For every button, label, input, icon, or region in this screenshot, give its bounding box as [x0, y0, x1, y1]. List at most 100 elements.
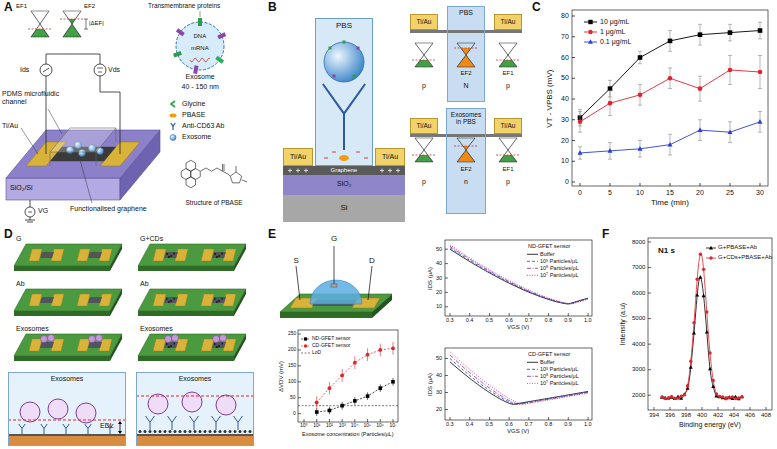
tick-mark — [734, 407, 735, 410]
dirac-cone — [499, 43, 517, 67]
tick-mark — [329, 419, 330, 422]
axis-tick-label: 3000 — [632, 366, 645, 373]
dirac-cone — [63, 11, 81, 37]
chip-board — [14, 289, 122, 311]
wire — [296, 266, 300, 300]
transmembrane-protein — [176, 28, 185, 36]
tick-mark — [670, 183, 671, 186]
error-bar — [668, 30, 672, 31]
data-marker — [588, 20, 592, 24]
legend-sample — [527, 268, 538, 269]
data-marker — [727, 129, 732, 134]
tick-mark — [572, 140, 575, 141]
axis-tick-label: 50 — [436, 355, 442, 361]
axis-title: Intensity (a.u) — [619, 303, 627, 345]
annotation: Exosome — [186, 73, 215, 81]
dirac-cone — [415, 67, 433, 68]
node-text: Ti/Au — [417, 122, 432, 129]
tick-mark — [588, 313, 589, 316]
data-marker — [660, 395, 663, 398]
error-bar — [698, 140, 702, 141]
axis-tick-label: 10 — [636, 189, 644, 197]
graphene-channel — [40, 297, 54, 303]
wire — [100, 76, 120, 154]
exosome — [96, 335, 103, 342]
buffer-fill — [315, 18, 373, 166]
tick-mark — [588, 417, 589, 420]
axis-tick-label: 40 — [561, 95, 569, 103]
carbon-dot — [209, 430, 212, 433]
data-marker — [699, 253, 702, 256]
axis-tick-label: 150 — [288, 363, 296, 369]
error-bar — [578, 159, 582, 160]
fermi-level — [496, 60, 520, 61]
axis-tick-label: 8000 — [632, 239, 645, 246]
chip-edge — [14, 266, 110, 271]
electrode-pad — [29, 249, 42, 261]
tick-mark — [572, 119, 575, 120]
dirac-cone — [499, 43, 517, 44]
detection-limit-line — [298, 405, 398, 406]
doping-label: p — [506, 82, 510, 90]
dirac-cone — [457, 43, 475, 67]
data-marker — [315, 401, 319, 405]
antibody-symbol — [63, 424, 69, 429]
axis-tick-label: 30 — [756, 189, 764, 197]
legend-sample — [171, 101, 175, 107]
legend-text: 10⁷ Particles/μL — [540, 380, 578, 386]
error-bar — [638, 157, 642, 158]
carbon-dot — [170, 345, 172, 347]
gate-source-symbol — [25, 207, 35, 217]
axis-tick-label: 10⁴ — [351, 423, 359, 429]
data-marker — [724, 397, 727, 400]
transmembrane-protein — [193, 65, 198, 74]
tick-mark — [298, 365, 301, 366]
error-bar — [638, 105, 642, 106]
filled-states — [461, 48, 472, 55]
exosome — [220, 335, 227, 342]
legend-sample — [527, 254, 538, 255]
carbon-dot — [214, 253, 216, 255]
electrode-pad — [201, 249, 214, 261]
node-text: Ti/Au — [417, 18, 432, 25]
carbon-dot — [239, 430, 242, 433]
doping-label: p — [506, 178, 510, 186]
axis-tick-label: 1.0 — [584, 421, 592, 427]
tick-mark — [445, 375, 448, 376]
graphene-channel — [212, 342, 226, 348]
antibody-symbol — [215, 297, 218, 299]
antibody-symbol — [41, 424, 47, 429]
dirac-cone — [499, 162, 517, 163]
axis-tick-label: 0.9 — [564, 421, 572, 427]
antibody-symbol — [43, 297, 46, 299]
exosome — [216, 395, 236, 415]
electrode-pad — [153, 294, 166, 306]
terminal-name: D — [369, 256, 375, 265]
data-marker — [366, 353, 370, 357]
molecule-ring — [186, 160, 196, 171]
legend-text: 10³ Particles/μL — [540, 258, 578, 264]
fermi-level — [60, 19, 84, 20]
antibody-symbol — [220, 297, 223, 299]
dirac-cone — [415, 43, 433, 67]
carbon-dot — [229, 430, 232, 433]
molecule-bond — [236, 166, 237, 172]
data-marker — [667, 396, 670, 399]
axis-tick-label: 0.3 — [446, 317, 454, 323]
electrode-pad — [77, 294, 90, 306]
linker-molecule — [339, 155, 349, 161]
data-marker — [721, 396, 725, 400]
chip-board — [138, 289, 246, 311]
charge-symbol — [324, 158, 328, 159]
tick-mark — [568, 313, 569, 316]
tick-mark — [354, 419, 355, 422]
chip-edge — [14, 356, 110, 361]
data-marker — [709, 256, 712, 259]
data-marker — [391, 380, 395, 384]
dirac-cone — [499, 43, 517, 67]
axis-title: IDS (μA) — [427, 372, 434, 395]
data-marker — [588, 39, 593, 43]
axis-tick-label: 0.7 — [525, 317, 533, 323]
data-marker — [673, 397, 676, 400]
panel-letter: A — [4, 1, 13, 15]
